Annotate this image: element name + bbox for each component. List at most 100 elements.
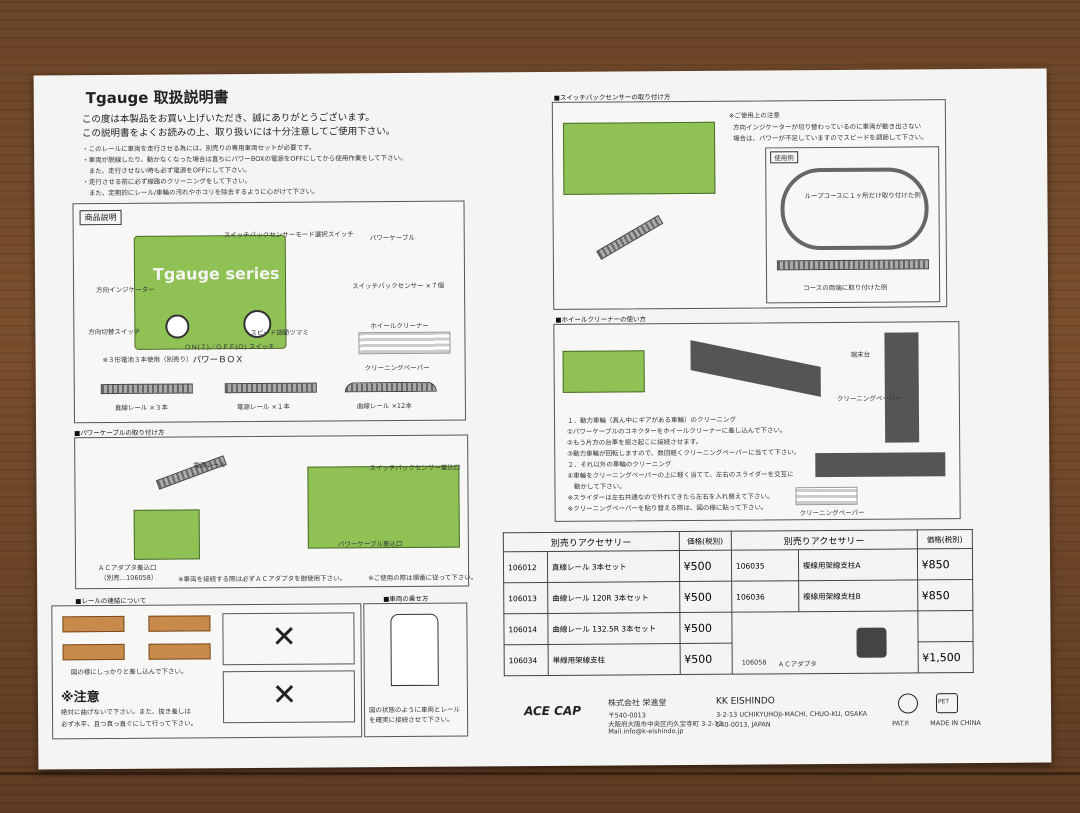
notice-2: 場合は、パワーが不足していますのでスピードを調節して下さい。 [733,133,928,143]
acc-name: 直線レール 3本セット [547,550,680,583]
paper-label: クリーニングペーパー [799,508,865,518]
direction-switch-knob [165,314,190,339]
company-en-addr-1: 3-2-13 UCHIKYUHOJI-MACHI, CHUO-KU, OSAKA [716,709,868,719]
acc-code: 106013 [503,582,548,614]
company-jp: 株式会社 栄進堂 [607,698,667,708]
ac-adapter-sub: （別売…106058） [100,573,158,583]
power-rail-label: 電源レール ×１本 [236,402,290,412]
power-cable-label: パワーケーブル [369,233,415,243]
sensor-rail [596,214,664,260]
made-in-label: MADE IN CHINA [930,718,981,728]
acc-price-empty [917,610,974,642]
paper-image [795,486,858,506]
car-panel: 図の状態のように車両とレールを確実に接続させて下さい。 [363,602,469,738]
rail-connect-panel: 図の様にしっかりと差し込んで下さい。 ※注意 絶対に曲げないで下さい。また、抜き… [51,603,363,740]
wheel-cleaner-label: ホイールクリーナー [370,321,429,331]
acc-price: ¥500 [679,581,732,613]
acc-price: ¥500 [678,550,732,582]
cleaner-panel: 端末台 クリーニングペーパー １．動力車輪（真ん中にギアがある車輪）のクリーニン… [553,321,961,522]
cleaner-step-9: ※クリーニングペーパーを貼り替える際は、図の様に貼って下さい。 [567,503,768,513]
plank-gap [0,772,1080,775]
product-heading: 商品説明 [79,209,122,226]
notice-1: 方向インジケーターが切り替わっているのに車両が動き出さない [732,122,922,132]
example-box: 使用例 ループコースに１ヶ所だけ取り付けた例 コースの両端に取り付けた例 [765,146,941,304]
product-panel: 商品説明 Tgauge series 方向インジケーター 方向切替スイッチ ※３… [72,200,467,424]
pet-icon: PET [935,693,959,714]
cleaner-step-2: ①パワーケーブルのコネクターをホイールクリーナーに差し込んで下さい。 [567,426,787,436]
cleaner-step-3: ②もう片方の台車を揺さ起こに接続させます。 [567,437,703,447]
cleaner-step-4: ③動力車輪が回転しますので、数回軽くクリーニングペーパーに当てて下さい。 [567,448,801,458]
note-1: ・このレールに車両を走行させる為には、別売りの専用車両セットが必要です。 [82,143,316,154]
cleaner-step-1: １．動力車輪（真ん中にギアがある車輪）のクリーニング [566,415,737,425]
curve-rail-image [344,381,437,393]
cleaner-step-7: 動かして下さい。 [567,482,626,491]
acc-price: ¥500 [679,612,732,644]
small-power-box [133,509,200,560]
cleaning-paper-label: クリーニングペーパー [364,363,430,373]
acc-code: 106014 [503,613,549,645]
acc-name: 曲線レール 120R 3本セット [547,581,680,614]
acc-header-right: 別売りアクセサリー [731,529,917,551]
note-4: ・走行させる前に必ず線路のクリーニングをして下さい。 [82,177,252,187]
caution-line-1: 絶対に曲げないで下さい。また、抜き差しは [61,707,191,717]
stand-device [884,332,920,443]
switchback-sensor-label: スイッチバックセンサー ×７個 [352,281,445,291]
acc-price: ¥1,500 [917,641,974,673]
speed-label: スピード調節ツマミ [250,328,309,338]
large-power-box [307,465,460,549]
acc-price: ¥500 [679,643,733,675]
acc-name: 複線用架線支柱A [798,548,918,581]
cleaner-device-2 [815,452,946,478]
sensor-port-label: スイッチバックセンサー差込口 [369,463,461,473]
straight-rail-label: 直線レール ×３本 [114,403,168,412]
acecap-logo: ACE CAP [523,703,582,719]
power-cable-panel: 電源レール ＡＣアダプタ差込口 （別売…106058） ※車両を接続する際は必ず… [74,434,477,590]
company-addr-3: Mail.info@k-eishindo.jp [608,727,684,736]
caution-head: ※注意 [60,690,100,706]
caution-line-2: 必ず水平、且つ真っ直ぐにして行って下さい。 [61,719,198,729]
loop-note: ループコースに１ヶ所だけ取り付けた例 [804,191,921,201]
table-row: 106012 直線レール 3本セット ¥500 106035 複線用架線支柱A … [503,548,973,583]
pet-label: PET [937,698,950,706]
example-label: 使用例 [770,151,798,164]
car-front-image [390,613,439,687]
acc-code-adapter: 106058 [741,658,767,667]
car-caption: 図の状態のように車両とレールを確実に接続させて下さい。 [369,705,461,725]
manual-sheet: Tgauge 取扱説明書 この度は本製品をお買い上げいただき、誠にありがとうござ… [33,68,1052,770]
pat-label: PAT.P. [892,719,910,728]
rail-joint-c [62,643,125,661]
power-box-label: パワーＢＯＸ [192,355,244,366]
rail-connect-caption: 図の様にしっかりと差し込んで下さい。 [70,667,188,677]
straight-track-example [776,259,929,271]
acc-price-header-right: 価格(税別) [916,529,973,549]
rail-joint-b [148,615,211,632]
stand-label: 端末台 [850,350,871,359]
acc-price: ¥850 [916,548,973,580]
note-5: また、定期的にレール/車輪の汚れやホコリを除去するように心がけて下さい。 [82,187,319,198]
switchback-panel: ※ご使用上の注意 方向インジケーターが切り替わっているのに車両が動き出さない 場… [551,99,948,310]
acc-code: 106036 [731,580,799,613]
onoff-label: ＯＮ(Ｉ)／ＯＦＦ(Ｏ) スイッチ [184,342,275,352]
rail-joint-d [148,643,211,660]
acc-name: 曲線レール 132.5R 3本セット [547,612,680,645]
cleaner-power-box [562,350,645,393]
cleaner-step-6: ④車輪をクリーニングペーパーの上に軽く当てて、左右のスライダーを交互に [567,470,794,480]
company-en-addr-2: 540-0013, JAPAN [716,720,771,729]
acc-code: 106012 [503,551,548,583]
ac-note: ※車両を接続する際は必ずＡＣアダプタを御使用下さい。 [178,574,347,584]
acc-header-left: 別売りアクセサリー [503,531,679,552]
wheel-cleaner-device [690,340,821,397]
company-en: KK EISHINDO [715,696,775,707]
acc-price: ¥850 [917,579,973,611]
wrong-example-2: ✕ [222,670,356,724]
ac-adapter-label: ＡＣアダプタ差込口 [98,563,157,573]
acc-name: 単線用架線支柱 [548,643,680,676]
switchback-select-label: スイッチバックセンサーモード選択スイッチ [223,230,354,240]
cleaner-step-5: ２．それ以外の車輪のクリーニング [567,460,672,469]
cleaner-heading: ■ホイールクリーナーの使い方 [555,315,646,324]
cable-port-label: パワーケーブル差込口 [337,539,403,549]
intro-line-2: この説明書をよくお読みの上、取り扱いには十分注意してご使用下さい。 [81,126,396,140]
straight-rail-image [100,383,193,395]
ac-adapter-image [856,627,887,658]
order-instruction: ※ご使用の際は順番に従って下さい。 [368,573,478,583]
